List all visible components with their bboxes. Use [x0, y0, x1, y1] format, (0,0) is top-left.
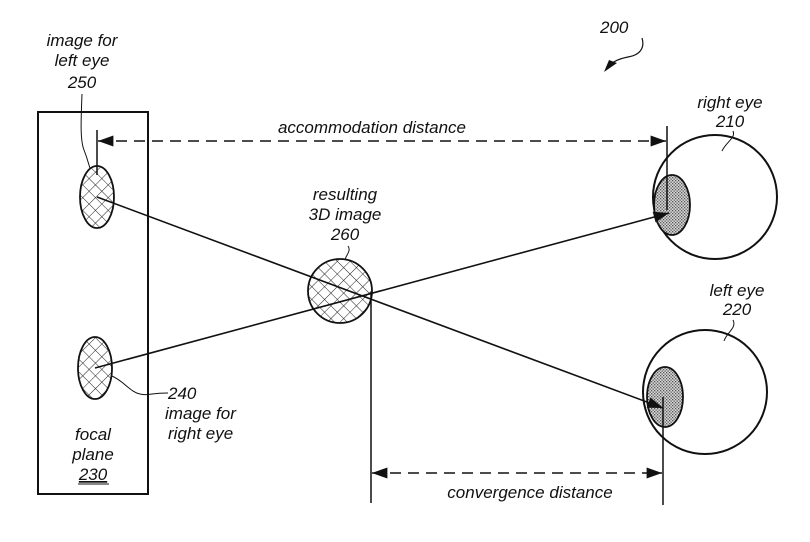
figure-reference: 200	[599, 18, 629, 37]
left-eye-leader	[723, 319, 735, 342]
image-left-leader	[80, 93, 91, 169]
right-eye-label: right eye	[697, 93, 762, 112]
right-eye-leader	[721, 130, 735, 152]
ray-left-image-to-left-eye	[96, 196, 664, 409]
figure-reference-arrowhead	[604, 60, 617, 72]
figure-reference-leader	[609, 37, 644, 67]
image-right-label-1: image for	[165, 404, 237, 423]
image-right-label-2: right eye	[168, 424, 233, 443]
resulting-3d-circle	[307, 258, 373, 324]
left-eye-circle	[642, 329, 768, 455]
focal-plane-label-1: focal	[75, 425, 112, 444]
right-eye-pupil	[653, 174, 691, 236]
focal-plane-ref: 230	[78, 465, 108, 484]
convergence-distance-label: convergence distance	[447, 483, 612, 502]
resulting-label-1: resulting	[313, 185, 378, 204]
right-eye-circle	[652, 134, 778, 260]
image-right-leader	[111, 375, 169, 396]
image-left-label-1: image for	[47, 31, 119, 50]
image-left-ref: 250	[67, 73, 97, 92]
image-left-label-2: left eye	[55, 51, 110, 70]
ray-right-image-to-right-eye	[94, 211, 670, 369]
left-eye-ref: 220	[722, 300, 752, 319]
right-eye-ref: 210	[715, 112, 745, 131]
resulting-label-2: 3D image	[309, 205, 382, 224]
left-eye-pupil	[646, 366, 684, 428]
resulting-ref: 260	[330, 225, 360, 244]
focal-plane-box	[37, 111, 149, 495]
image-right-ref: 240	[167, 384, 197, 403]
left-eye-label: left eye	[710, 281, 765, 300]
focal-plane-label-2: plane	[71, 445, 114, 464]
accommodation-distance-label: accommodation distance	[278, 118, 466, 137]
